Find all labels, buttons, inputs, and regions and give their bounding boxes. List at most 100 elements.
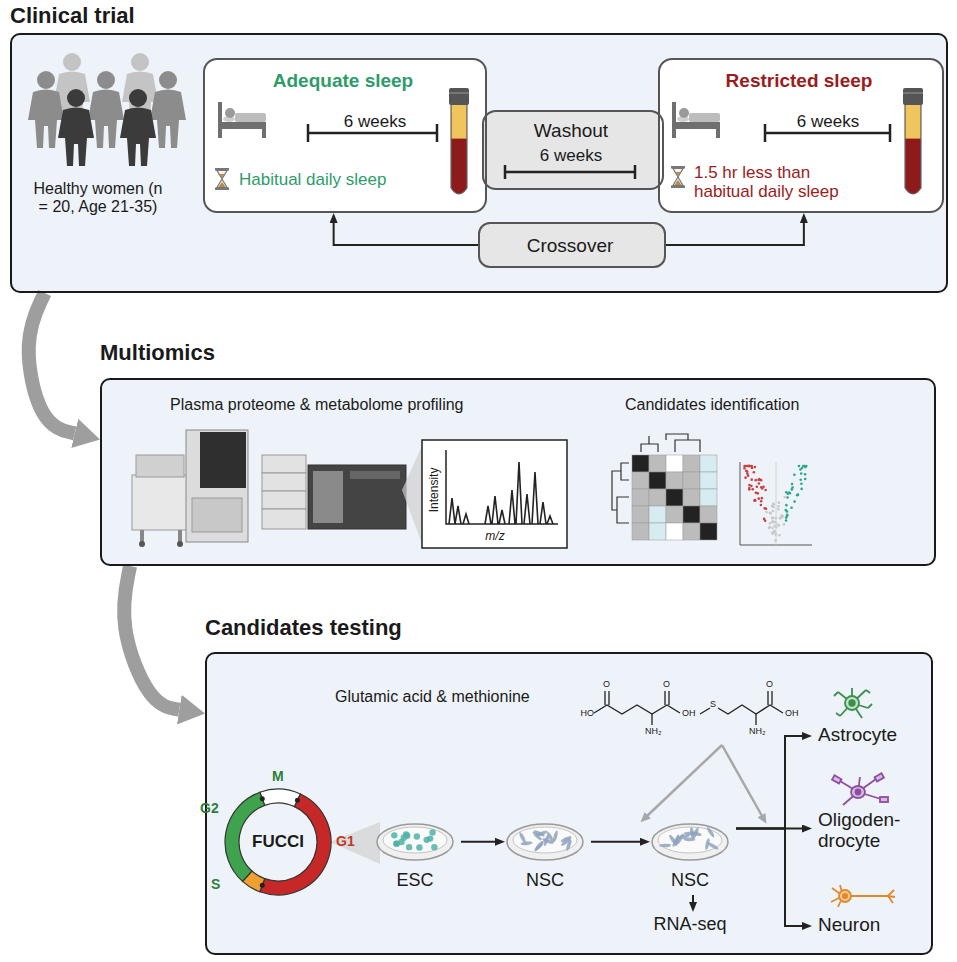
volcano-plot xyxy=(771,517,774,520)
liquid-chromatograph xyxy=(262,455,406,529)
node-heading: Oligoden- drocyte xyxy=(818,810,918,852)
heatmap xyxy=(632,523,649,540)
section-panel: Clinical trialAdequate sleep6 weeksHabit… xyxy=(10,3,948,293)
oligodendrocyte-icon xyxy=(875,773,884,781)
atom-label: NH₂ xyxy=(749,726,766,736)
liquid-chromatograph xyxy=(262,509,306,529)
volcano-plot xyxy=(750,465,753,468)
liquid-chromatograph xyxy=(262,491,306,509)
volcano-plot xyxy=(773,503,776,506)
cell-dish: NSC xyxy=(650,800,736,895)
bed-icon xyxy=(218,102,720,138)
cell-type: Astrocyte xyxy=(812,722,922,750)
crossover-box: Crossover xyxy=(478,222,666,268)
node-heading: Restricted sleep xyxy=(660,70,938,92)
culture-dish xyxy=(652,824,728,860)
volcano-plot xyxy=(758,482,761,485)
molecule-structure xyxy=(594,705,680,714)
culture-dish xyxy=(518,831,527,843)
step-caption: Candidates identification xyxy=(625,396,799,414)
blood-tube xyxy=(449,88,469,194)
bed-icon xyxy=(672,102,720,138)
node-heading: ESC xyxy=(375,870,455,891)
washout-box: Washout6 weeks xyxy=(482,110,664,190)
volcano-plot xyxy=(786,514,789,517)
mass-spectrometer xyxy=(192,498,242,532)
heatmap xyxy=(649,455,666,472)
heatmap xyxy=(666,489,683,506)
node-heading: Neuron xyxy=(818,914,880,936)
volcano-plot xyxy=(793,500,796,503)
culture-dish xyxy=(659,844,671,848)
participant-note: Healthy women (n = 20, Age 21-35) xyxy=(28,180,168,217)
bed-icon xyxy=(218,102,266,138)
heatmap xyxy=(649,506,666,523)
box-fill xyxy=(203,58,487,213)
fucci-cycle xyxy=(260,796,265,801)
axis-label: m/z xyxy=(480,530,510,544)
volcano-plot xyxy=(748,484,751,487)
heatmap xyxy=(683,489,700,506)
atom-label: S xyxy=(710,699,716,709)
blood-tube xyxy=(903,88,923,194)
mass-spectrometer xyxy=(200,432,246,488)
atom-label: NH₂ xyxy=(645,726,662,736)
volcano-plot xyxy=(764,519,767,522)
heatmap xyxy=(666,506,683,523)
volcano-plot xyxy=(800,472,803,475)
volcano-plot xyxy=(781,515,784,518)
volcano-plot xyxy=(771,521,774,524)
fucci-cycle xyxy=(225,789,380,895)
heatmap xyxy=(632,455,649,472)
spectrum-plot xyxy=(402,446,422,544)
atom-label: O xyxy=(766,679,773,689)
cell-type: Neuron xyxy=(812,912,912,940)
oligodendrocyte-icon xyxy=(856,790,861,795)
section-panel: Multiomics xyxy=(100,340,936,566)
fucci-cycle xyxy=(260,883,265,888)
node-heading: Clinical trial xyxy=(10,3,135,28)
fucci-cycle xyxy=(260,789,301,807)
neuron-icon xyxy=(831,885,895,907)
volcano-plot xyxy=(743,467,746,470)
volcano-plot xyxy=(751,488,754,491)
volcano-plot xyxy=(783,496,786,499)
volcano-plot xyxy=(771,532,774,535)
volcano-plot xyxy=(746,472,749,475)
molecule-structure xyxy=(594,691,783,725)
node-text: 6 weeks xyxy=(758,112,898,132)
volcano-plot xyxy=(772,517,775,520)
volcano-plot xyxy=(764,489,767,492)
step-caption: Glutamic acid & methionine xyxy=(335,688,530,706)
culture-dish xyxy=(513,827,577,853)
volcano-plot xyxy=(777,505,780,508)
volcano-plot xyxy=(772,520,775,523)
box-fill xyxy=(10,33,948,955)
connector-arrow xyxy=(334,223,478,245)
liquid-chromatograph xyxy=(313,471,343,523)
culture-dish xyxy=(429,829,435,835)
hourglass-icon xyxy=(671,166,685,188)
volcano-plot xyxy=(753,499,756,502)
culture-dish xyxy=(658,827,722,853)
volcano-plot xyxy=(791,488,794,491)
volcano-plot xyxy=(760,504,763,507)
volcano-plot xyxy=(804,466,807,469)
heatmap xyxy=(641,434,700,452)
node-heading: Multiomics xyxy=(100,340,215,365)
heatmap xyxy=(666,472,683,489)
box-fill xyxy=(100,378,936,566)
spectrum-plot xyxy=(449,462,553,524)
heatmap xyxy=(683,472,700,489)
culture-dish xyxy=(431,844,437,850)
atom-label: OH xyxy=(682,708,696,718)
box-fill xyxy=(658,58,944,213)
culture-dish xyxy=(377,824,453,860)
molecule-structure xyxy=(651,714,652,725)
treatment-arrow xyxy=(647,745,722,816)
mass-spectrometer xyxy=(186,430,248,542)
